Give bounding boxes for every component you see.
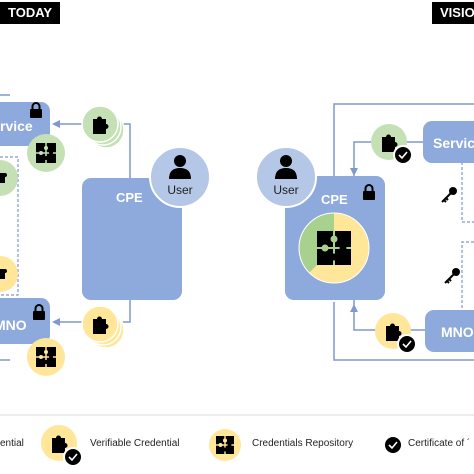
vision-user-label: User (273, 183, 299, 197)
credentials-repository-icon (27, 338, 65, 376)
section-tag-vision: VISIO (432, 2, 474, 24)
vision-mno-label: MNO (441, 324, 474, 340)
verifiable-credential-icon (371, 124, 413, 165)
vision-service-box: Servic (423, 121, 474, 163)
certificate-check-icon (385, 437, 401, 453)
verifiable-credential-icon (375, 313, 417, 354)
vision-service-label: Servic (433, 135, 474, 151)
user-icon (275, 155, 297, 179)
today-user-label: User (167, 183, 193, 197)
lock-icon (33, 304, 45, 320)
legend-item-2-label: Verifiable Credential (90, 438, 180, 449)
credential-stack-yellow-icon (81, 305, 125, 349)
cpe-to-mno-line (57, 300, 131, 323)
key-icon (444, 268, 460, 284)
credentials-repository-icon (209, 429, 241, 461)
vision-outer-line-top (333, 103, 474, 176)
vision-mno-box: MNO (425, 310, 474, 352)
vision-user: User (255, 146, 317, 208)
credential-yellow-icon (0, 256, 18, 292)
vision-outer-line-bottom (333, 302, 474, 361)
legend-item-3-label: Credentials Repository (252, 438, 354, 449)
today-user: User (149, 146, 211, 208)
today-dashed-area (0, 156, 19, 296)
today-mno-label: MNO (0, 317, 27, 333)
user-icon (169, 155, 191, 179)
today-cpe-label: CPE (116, 190, 143, 205)
credentials-repository-icon (298, 212, 370, 284)
legend-item-4-label: Certificate of ´ (408, 438, 471, 449)
lock-icon (363, 184, 375, 200)
credentials-repository-icon (27, 134, 65, 172)
credential-stack-green-icon (81, 105, 125, 149)
credential-green-icon (0, 160, 18, 196)
legend-item-1-label: ential (0, 438, 24, 449)
vision-cpe-label: CPE (321, 192, 348, 207)
key-icon (441, 187, 457, 203)
today-service-label: rvice (0, 118, 33, 134)
verifiable-credential-icon (41, 425, 83, 467)
section-tag-today: TODAY (0, 2, 61, 24)
lock-icon (30, 102, 42, 118)
